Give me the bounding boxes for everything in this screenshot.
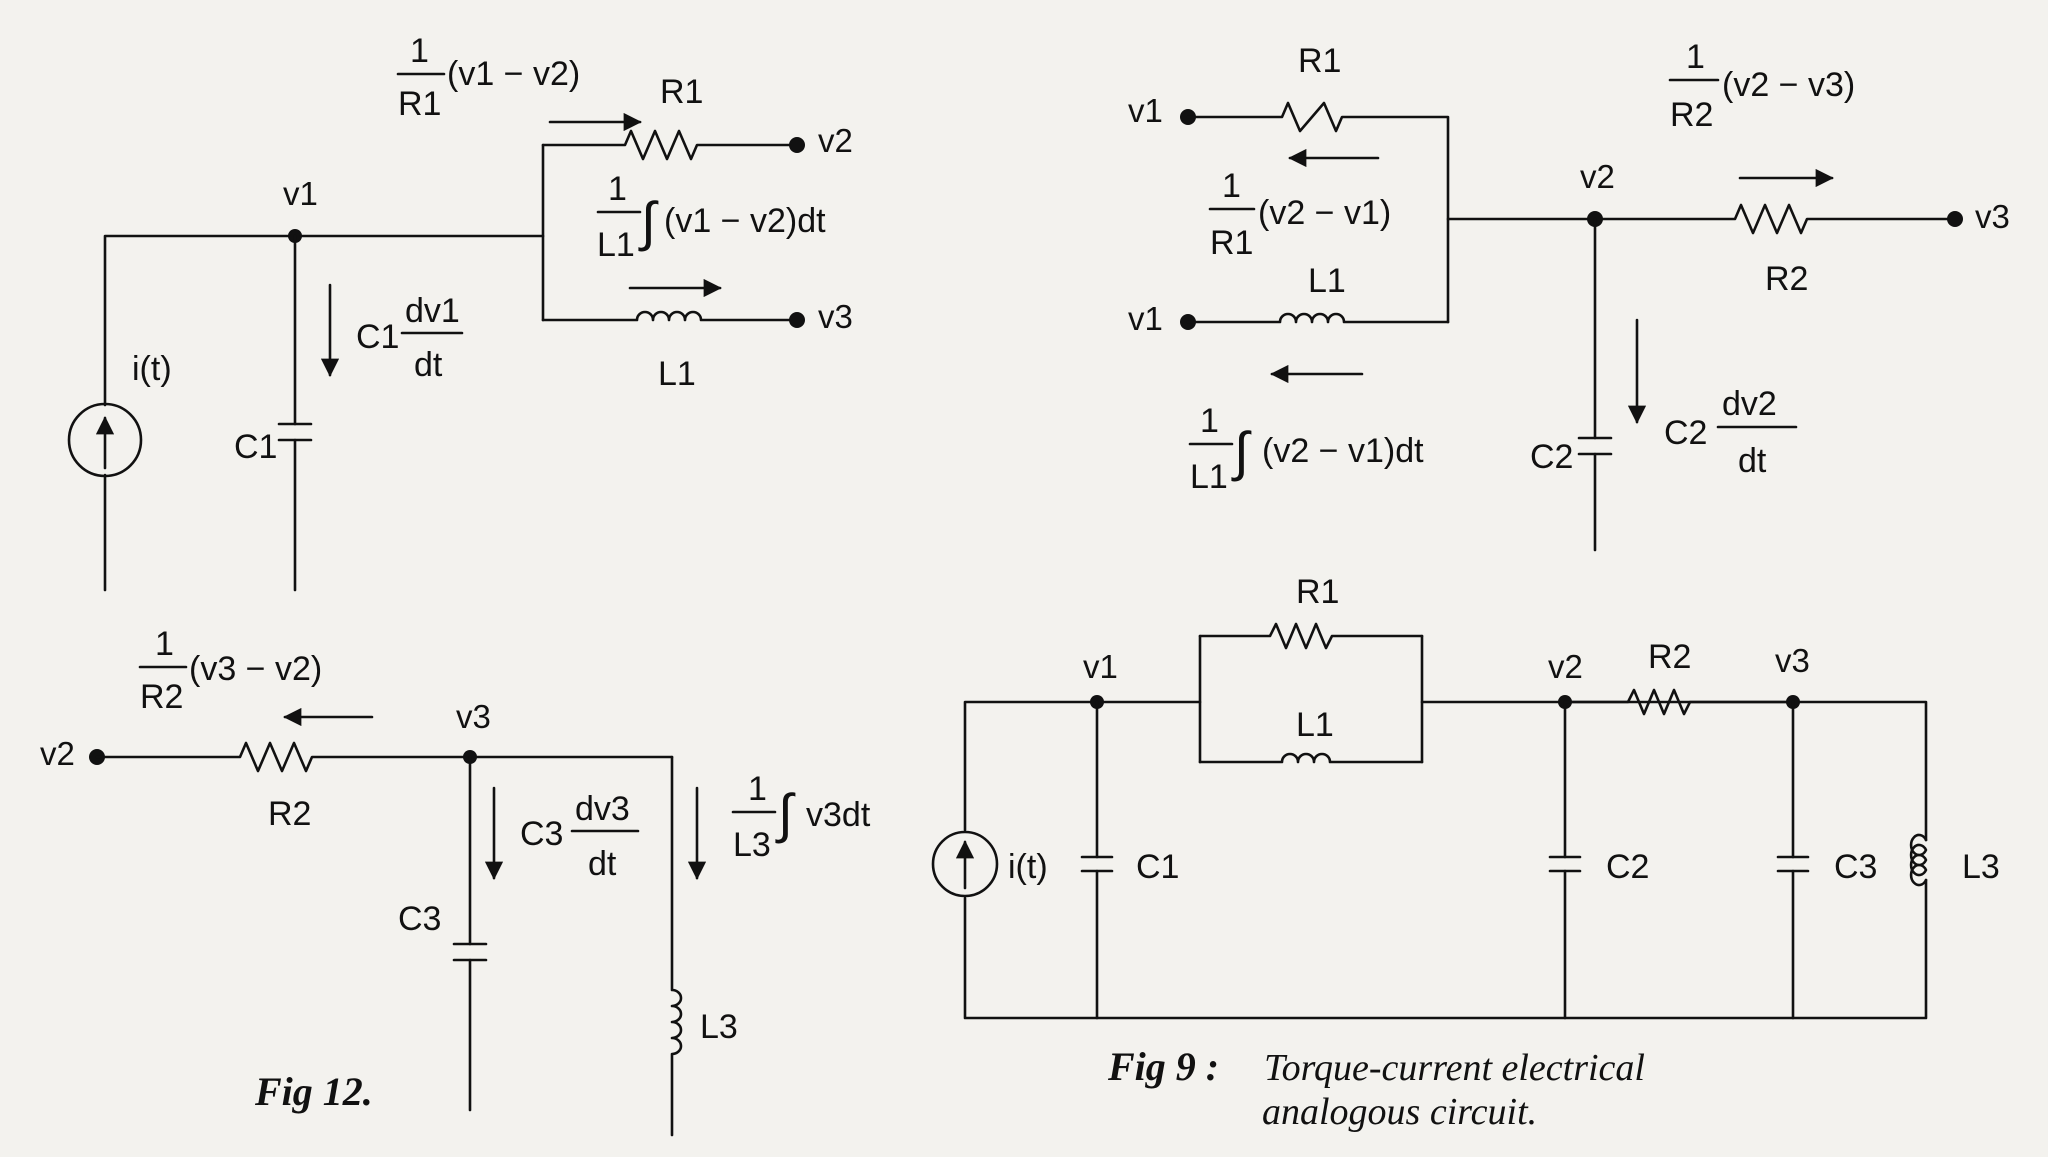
r1-current-num: 1	[1222, 167, 1241, 205]
fig12-caption: Fig 12.	[254, 1069, 373, 1114]
r1-current-expr: (v1 − v2)	[447, 55, 580, 93]
node-v3-label: v3	[456, 698, 491, 735]
capacitor-c3-symbol	[452, 942, 488, 962]
fig9-main-wires	[963, 700, 1928, 1020]
c1-current-num: dv1	[405, 292, 460, 330]
source-label: i(t)	[132, 350, 172, 388]
fig9-r1-label: R1	[1296, 573, 1339, 611]
l1-current-den: L1	[597, 226, 635, 264]
node-v2-label: v2	[1580, 158, 1615, 195]
l1-current-expr: (v1 − v2)dt	[664, 202, 826, 240]
c2-current-den: dt	[1738, 442, 1767, 480]
node-v1a-label: v1	[1128, 92, 1163, 129]
fig9-c3-label: C3	[1834, 848, 1877, 886]
fig9-caption-line1: Torque-current electrical	[1264, 1047, 1645, 1089]
fig9-node-v1-label: v1	[1083, 648, 1118, 685]
r2-label: R2	[1765, 260, 1808, 298]
c3-current-coef: C3	[520, 815, 563, 853]
c1-current-den: dt	[414, 346, 443, 384]
r1-current-den: R1	[398, 85, 441, 123]
c1-current-coef: C1	[356, 318, 399, 356]
l1-current-num: 1	[1200, 402, 1219, 440]
l1-label: L1	[1308, 262, 1346, 300]
l3-label: L3	[700, 1008, 738, 1046]
fig9-inductor-l3-symbol	[1909, 833, 1928, 887]
integral-sign: ∫	[1231, 422, 1252, 482]
fig9-capacitor-c1-symbol	[1080, 855, 1114, 873]
fig9-caption-line2: analogous circuit.	[1262, 1091, 1537, 1133]
c1-label: C1	[234, 428, 277, 466]
c3-current-den: dt	[588, 845, 617, 883]
resistor-r2-symbol	[1446, 203, 1957, 235]
capacitor-c2-symbol	[1577, 436, 1613, 456]
fig9-l3-label: L3	[1962, 848, 2000, 886]
node-v3-label: v3	[1975, 198, 2010, 235]
fig12-node-v2-circuit: v1 R1 1 R1 (v2 − v1) v1 L1 1 L1 ∫ (v2 − …	[1128, 38, 2010, 552]
c3-current-num: dv3	[575, 790, 630, 828]
fig9-resistor-r1-symbol	[1198, 622, 1424, 650]
fig12-node-v1-circuit: i(t) v1 C1 C1 dv1 dt v2 R1 1 R1 (v1 − v2…	[67, 32, 853, 592]
r1-label: R1	[1298, 42, 1341, 80]
l1-label: L1	[658, 355, 696, 393]
fig9-inductor-l1-symbol	[1198, 752, 1424, 764]
fig9-current-source-symbol	[931, 830, 999, 898]
fig9-source-label: i(t)	[1008, 848, 1048, 886]
c2-current-coef: C2	[1664, 414, 1707, 452]
fig9-capacitor-c3-symbol	[1776, 855, 1810, 873]
resistor-r1-symbol	[541, 129, 799, 161]
fig9-r2-label: R2	[1648, 638, 1691, 676]
integral-sign: ∫	[775, 784, 796, 844]
r1-current-expr: (v2 − v1)	[1258, 194, 1391, 232]
source-wire	[103, 234, 545, 592]
r2-current-den: R2	[140, 678, 183, 716]
r1-label: R1	[660, 73, 703, 111]
fig9-analogous-circuit: i(t) v1 C1 R1 L1 v2 C2 R2 v3 C3 L3 Fig 9…	[931, 573, 2000, 1133]
fig9-node-v2-label: v2	[1548, 648, 1583, 685]
inductor-l1-symbol	[1186, 312, 1450, 324]
l1-current-den: L1	[1190, 458, 1228, 496]
l3-current-num: 1	[748, 770, 767, 808]
r1-current-num: 1	[410, 32, 429, 70]
node-v1b-label: v1	[1128, 300, 1163, 337]
l3-current-den: L3	[733, 826, 771, 864]
fig9-node-v3-label: v3	[1775, 642, 1810, 679]
r2-label: R2	[268, 795, 311, 833]
c2-current-num: dv2	[1722, 385, 1777, 423]
fig12-node-v3-circuit: v2 R2 1 R2 (v3 − v2) v3 C3 C3 dv3 dt L3 …	[40, 625, 871, 1137]
node-v1-label: v1	[283, 175, 318, 212]
r2-current-den: R2	[1670, 96, 1713, 134]
fig9-c2-label: C2	[1606, 848, 1649, 886]
fig9-c1-label: C1	[1136, 848, 1179, 886]
resistor-r2-symbol	[95, 741, 674, 773]
node-v2-label: v2	[40, 735, 75, 772]
capacitor-c1-symbol	[277, 422, 313, 442]
r2-current-expr: (v2 − v3)	[1722, 66, 1855, 104]
resistor-r1-symbol	[1186, 101, 1450, 324]
r2-current-num: 1	[155, 625, 174, 663]
fig9-capacitor-c2-symbol	[1548, 855, 1582, 873]
integral-sign: ∫	[638, 192, 659, 252]
inductor-l1-symbol	[541, 310, 799, 322]
c3-label: C3	[398, 900, 441, 938]
c2-label: C2	[1530, 438, 1573, 476]
l1-current-expr: (v2 − v1)dt	[1262, 432, 1424, 470]
inductor-l3-symbol	[670, 755, 683, 1137]
fig9-l1-label: L1	[1296, 706, 1334, 744]
node-v2-label: v2	[818, 122, 853, 159]
l3-current-expr: v3dt	[806, 796, 871, 834]
r1-current-den: R1	[1210, 224, 1253, 262]
r2-current-expr: (v3 − v2)	[189, 650, 322, 688]
node-v3-label: v3	[818, 298, 853, 335]
r2-current-num: 1	[1686, 38, 1705, 76]
l1-current-num: 1	[608, 170, 627, 208]
current-source-symbol	[67, 402, 143, 478]
fig9-resistor-r2-symbol	[1563, 688, 1795, 716]
fig9-caption-bold: Fig 9 :	[1107, 1044, 1219, 1089]
